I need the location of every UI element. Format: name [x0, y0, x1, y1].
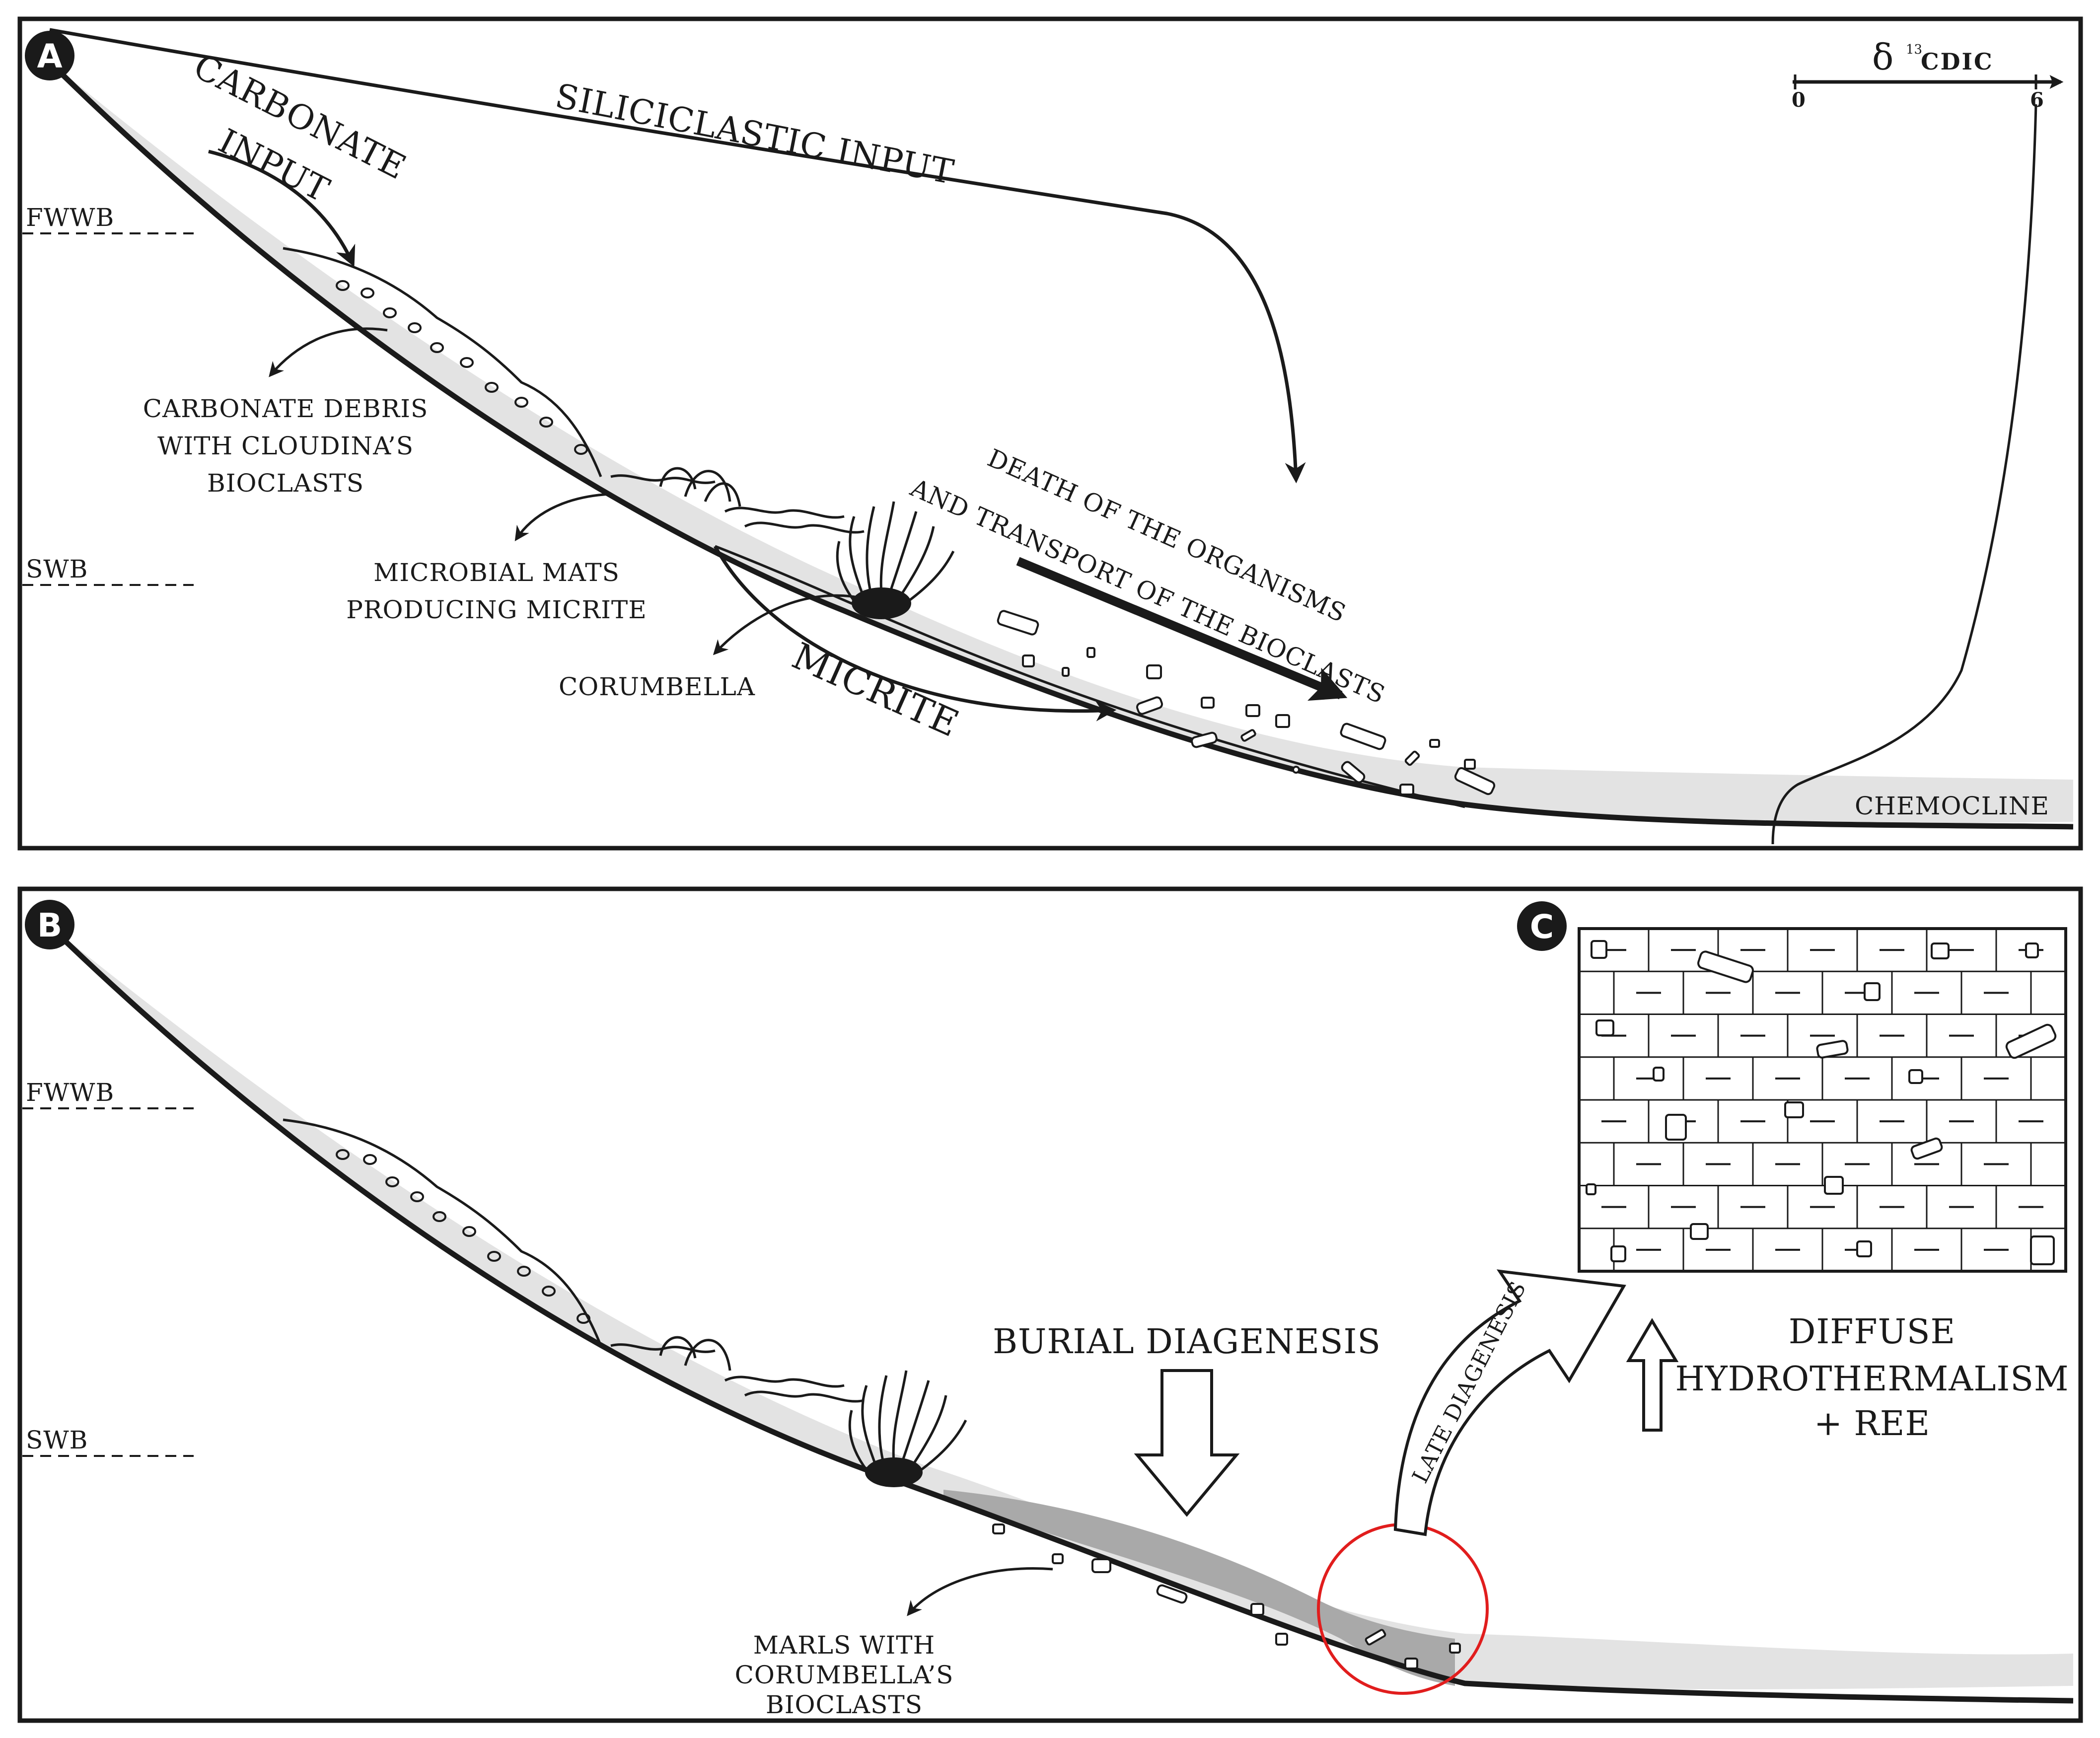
hydrothermalism-label-2: HYDROTHERMALISM — [1675, 1360, 2069, 1399]
panel-c-badge — [1517, 901, 1567, 951]
chemocline-label: CHEMOCLINE — [1855, 792, 2049, 820]
corumbella-colony — [836, 501, 955, 619]
burial-diagenesis-arrow — [1134, 1369, 1240, 1517]
marls-arrow — [907, 1567, 1053, 1616]
hydrothermalism-arrow — [1626, 1318, 1679, 1432]
carbonate-debris-label-3: BIOCLASTS — [207, 469, 364, 498]
marl-unit — [943, 1490, 1455, 1686]
burial-diagenesis-label: BURIAL DIAGENESIS — [993, 1322, 1381, 1362]
fwwb-label-b: FWWB — [26, 1078, 114, 1107]
microbial-mats-arrow — [514, 493, 611, 541]
transported-bioclasts-a — [997, 610, 1496, 796]
cloudina-bioclasts — [336, 280, 588, 455]
corumbella-label: CORUMBELLA — [559, 672, 755, 701]
swb-label-b: SWB — [26, 1426, 88, 1454]
swb-label-a: SWB — [26, 555, 88, 583]
panel-a-badge-text: A — [37, 37, 62, 75]
fwwb-label-a: FWWB — [26, 203, 114, 232]
scale-min-label: 0 — [1792, 88, 1806, 112]
carbonate-debris-label-1: CARBONATE DEBRIS — [143, 394, 429, 423]
delta-subscript: CDIC — [1921, 48, 1994, 75]
scale-max-label: 6 — [2030, 88, 2044, 112]
corumbella-arrow — [713, 594, 865, 655]
panel-b-badge — [25, 900, 74, 949]
microbial-mats-label-2: PRODUCING MICRITE — [346, 595, 647, 624]
delta-scale — [1793, 74, 2064, 89]
transport-arrow — [1016, 557, 1348, 701]
panel-c: C — [1517, 901, 2067, 1273]
carbonate-input-arrow — [208, 149, 356, 267]
marls-label-2: CORUMBELLA’S — [735, 1661, 954, 1689]
chemocline-curve — [1771, 104, 2037, 845]
marl-bioclasts — [992, 1523, 1461, 1669]
panel-b-badge-text: B — [37, 906, 62, 944]
cloudina-mound — [283, 247, 602, 477]
late-diagenesis-arrow — [1393, 1269, 1626, 1536]
carbonate-debris-label-2: WITH CLOUDINA’S — [157, 432, 414, 460]
delta-symbol: δ — [1872, 36, 1893, 78]
delta-superscript: 13 — [1906, 42, 1922, 57]
micrite-arrow — [713, 545, 1117, 722]
panel-a-badge — [25, 31, 74, 80]
hydrothermalism-label-3: + REE — [1814, 1404, 1930, 1444]
marls-label-3: BIOCLASTS — [766, 1690, 923, 1719]
siliciclastic-input-arrow — [49, 28, 1306, 484]
limestone-bioclasts — [1586, 940, 2057, 1265]
carbonate-debris-arrow — [269, 327, 388, 377]
marls-label-1: MARLS WITH — [753, 1631, 935, 1660]
microbial-mats-label-1: MICROBIAL MATS — [373, 558, 620, 587]
microbial-mats — [610, 467, 865, 534]
panel-a: δ 13 CDIC 0 6 A CARBONATE INPUT SILICICL… — [17, 16, 2083, 851]
seafloor-profile-b — [45, 922, 2074, 1704]
panel-c-badge-text: C — [1530, 908, 1554, 946]
hydrothermalism-label-1: DIFFUSE — [1789, 1312, 1955, 1352]
